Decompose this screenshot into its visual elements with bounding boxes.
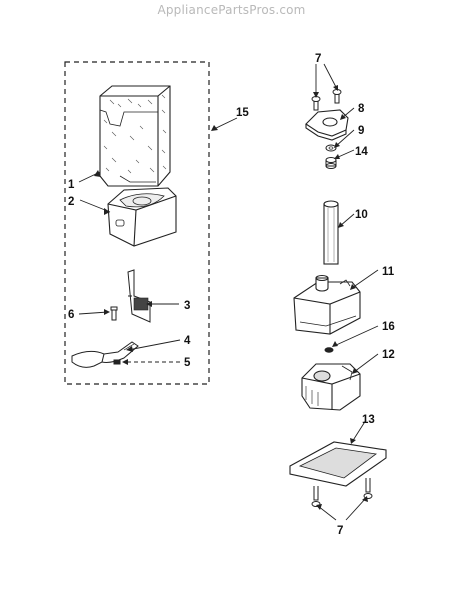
callout-9: 9 [358,125,364,137]
watermark: AppliancePartsPros.com [157,3,306,17]
callout-16: 16 [382,321,395,333]
callout-5: 5 [184,357,191,369]
callout-6: 6 [68,309,74,321]
callout-labels: 1 2 3 4 5 6 7 8 9 14 10 11 16 12 13 15 7 [68,53,395,537]
callout-3: 3 [184,300,190,312]
callout-1: 1 [68,179,75,191]
leader-arrowheads [94,85,368,510]
part-gasket [289,441,387,487]
part-auger-cup [107,187,177,247]
callout-4: 4 [184,335,191,347]
part-motor [301,363,361,411]
callout-10: 10 [355,209,368,221]
part-bushing [325,157,337,169]
part-shaft [323,200,339,265]
assembly-group-box [64,61,210,385]
part-small-washer [324,347,334,353]
part-washer [325,144,337,152]
part-bracket [127,269,151,323]
callout-14: 14 [355,146,368,158]
callout-2: 2 [68,196,74,208]
part-fill-tube [71,341,139,368]
callout-15: 15 [236,107,249,119]
callout-7-bottom: 7 [337,525,343,537]
part-screw-6 [110,306,118,321]
callout-13: 13 [362,414,375,426]
callout-11: 11 [382,266,395,278]
part-motor-housing [293,274,361,335]
part-ice-container [99,85,171,187]
part-pin [113,359,121,365]
callout-12: 12 [382,349,395,361]
callout-7-top: 7 [315,53,321,65]
part-mounting-plate [305,109,349,141]
part-screws-bottom [311,478,373,507]
callout-8: 8 [358,103,365,115]
